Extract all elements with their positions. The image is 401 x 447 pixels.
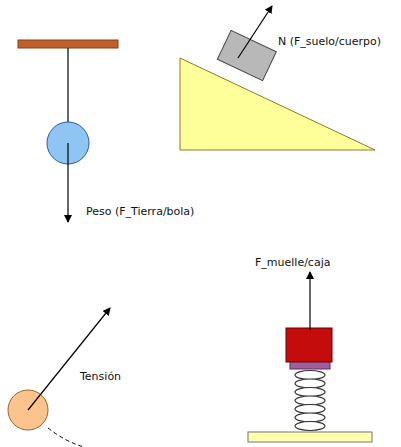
- coil: [295, 422, 325, 431]
- spring-force-label: F_muelle/caja: [255, 256, 330, 269]
- coil: [295, 388, 325, 397]
- weight-label: Peso (F_Tierra/bola): [86, 205, 194, 218]
- tension-label: Tensión: [80, 370, 121, 383]
- ceiling: [18, 40, 118, 48]
- coil: [295, 405, 325, 414]
- spring-force-arrow: [309, 272, 310, 330]
- coil: [295, 396, 325, 405]
- block: [217, 30, 276, 80]
- normal-force-label: N (F_suelo/cuerpo): [278, 35, 381, 48]
- incline: [180, 58, 375, 150]
- coil: [295, 371, 325, 380]
- normal-arrow: [238, 6, 272, 58]
- string: [67, 48, 68, 122]
- tension-arrow: [28, 308, 110, 410]
- coil: [295, 413, 325, 422]
- swing-arc: [48, 428, 84, 447]
- block-group: [217, 30, 276, 80]
- box: [286, 328, 332, 362]
- weight-arrow: [67, 143, 68, 222]
- coil: [295, 379, 325, 388]
- spring: [295, 371, 325, 431]
- base-plate: [248, 432, 372, 442]
